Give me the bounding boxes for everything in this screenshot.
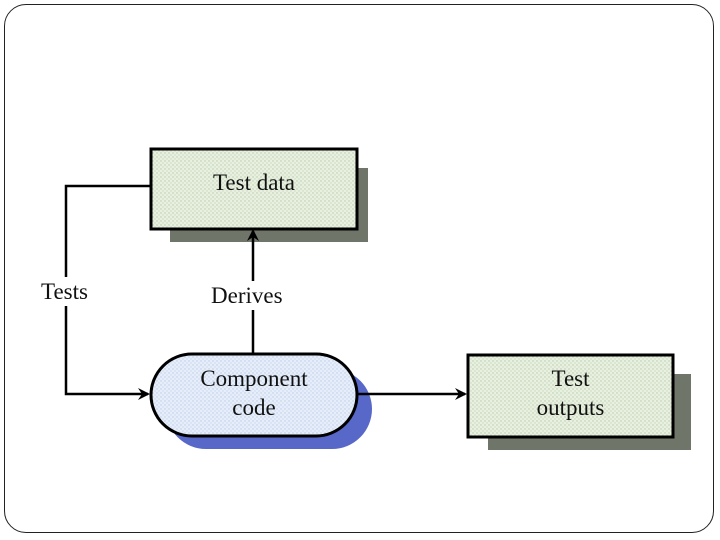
component-code-label-line2: code [232,395,276,420]
derives-edge-label: Derives [209,281,285,310]
test-outputs-label-line2: outputs [536,395,605,420]
tests-edge-label: Tests [39,277,90,306]
component-code-node [149,352,372,449]
component-code-label-line1: Component [200,366,308,391]
test-outputs-label-line1: Test [551,366,590,391]
test-data-box [149,147,368,242]
test-data-rect [149,147,359,231]
test-data-label: Test data [212,170,296,195]
test-outputs-box [466,353,691,450]
test-outputs-rect [466,353,675,439]
